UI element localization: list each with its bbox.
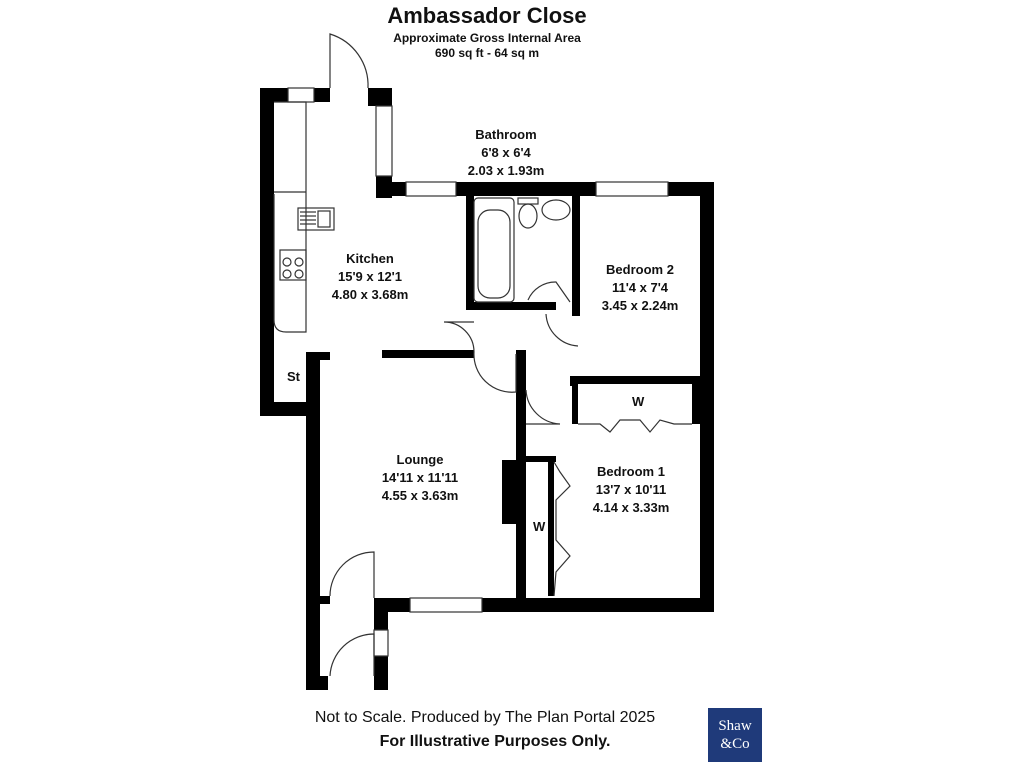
window (409, 597, 483, 613)
door (545, 313, 579, 347)
wall (482, 598, 714, 612)
room-label-bedroom-2: Bedroom 2 11'4 x 7'4 3.45 x 2.24m (588, 261, 692, 315)
door (473, 351, 517, 393)
wall (570, 376, 700, 384)
room-imperial: 6'8 x 6'4 (481, 145, 531, 160)
room-label-lounge: Lounge 14'11 x 11'11 4.55 x 3.63m (362, 451, 478, 505)
logo-line-2: &Co (720, 736, 750, 752)
room-label-bathroom: Bathroom 6'8 x 6'4 2.03 x 1.93m (454, 126, 558, 180)
wall (306, 352, 320, 600)
wall (306, 596, 320, 690)
bath (473, 197, 515, 303)
illustrative-text: For Illustrative Purposes Only. (379, 733, 611, 750)
wall (260, 88, 288, 102)
room-name: Bedroom 2 (606, 262, 674, 277)
window (287, 87, 315, 103)
room-metric: 4.55 x 3.63m (381, 488, 459, 503)
area-value: 690 sq ft - 64 sq m (434, 46, 540, 60)
room-metric: 4.14 x 3.33m (592, 500, 670, 515)
wall (516, 350, 526, 598)
wall (368, 88, 392, 106)
wall (306, 676, 328, 690)
wall (466, 196, 474, 308)
room-metric: 2.03 x 1.93m (467, 163, 545, 178)
wall (376, 182, 406, 196)
toilet (518, 203, 538, 229)
room-label-bedroom-1: Bedroom 1 13'7 x 10'11 4.14 x 3.33m (578, 463, 684, 517)
wall (374, 656, 388, 690)
disclaimer-text: Not to Scale. Produced by The Plan Porta… (314, 709, 656, 726)
door (329, 633, 375, 677)
door (329, 33, 369, 89)
hob (279, 249, 307, 281)
wall (260, 88, 274, 416)
wardrobe-label-side: W (533, 519, 546, 534)
area-caption: Approximate Gross Internal Area (393, 31, 581, 45)
wall (548, 456, 554, 596)
door (527, 281, 571, 303)
window (405, 181, 457, 197)
wall (466, 302, 556, 310)
window (375, 105, 393, 177)
wall (700, 182, 714, 612)
window (373, 629, 389, 657)
plan-title: Ambassador Close (387, 3, 587, 28)
wall (374, 598, 388, 630)
door (443, 321, 475, 353)
wall (692, 384, 700, 424)
room-imperial: 14'11 x 11'11 (381, 470, 459, 485)
room-name: Kitchen (346, 251, 394, 266)
room-name: Lounge (396, 452, 444, 467)
basin (541, 199, 571, 221)
room-metric: 4.80 x 3.68m (331, 287, 409, 302)
room-label-kitchen: Kitchen 15'9 x 12'1 4.80 x 3.68m (318, 250, 422, 304)
door (329, 551, 375, 598)
shaw-co-logo: Shaw &Co (708, 708, 762, 762)
room-metric: 3.45 x 2.24m (601, 298, 679, 313)
wall (456, 182, 596, 196)
room-imperial: 13'7 x 10'11 (595, 482, 667, 497)
kitchen-counter (273, 101, 307, 333)
room-name: Bathroom (475, 127, 537, 142)
chimney-breast (502, 460, 518, 524)
room-imperial: 11'4 x 7'4 (611, 280, 669, 295)
wall (316, 352, 330, 360)
wall (572, 384, 578, 424)
wall (382, 350, 474, 358)
sink (297, 207, 335, 231)
wall (570, 376, 578, 386)
door (525, 389, 561, 425)
wall (260, 402, 314, 416)
wardrobe-doors (578, 419, 692, 433)
wardrobe-label-top: W (632, 394, 645, 409)
room-imperial: 15'9 x 12'1 (337, 269, 403, 284)
wall (526, 456, 556, 462)
logo-line-1: Shaw (718, 718, 752, 734)
window (595, 181, 669, 197)
wall (572, 196, 580, 316)
wall (314, 88, 330, 102)
room-name: Bedroom 1 (597, 464, 665, 479)
storage-label: St (287, 369, 300, 384)
wardrobe-doors (553, 461, 571, 597)
